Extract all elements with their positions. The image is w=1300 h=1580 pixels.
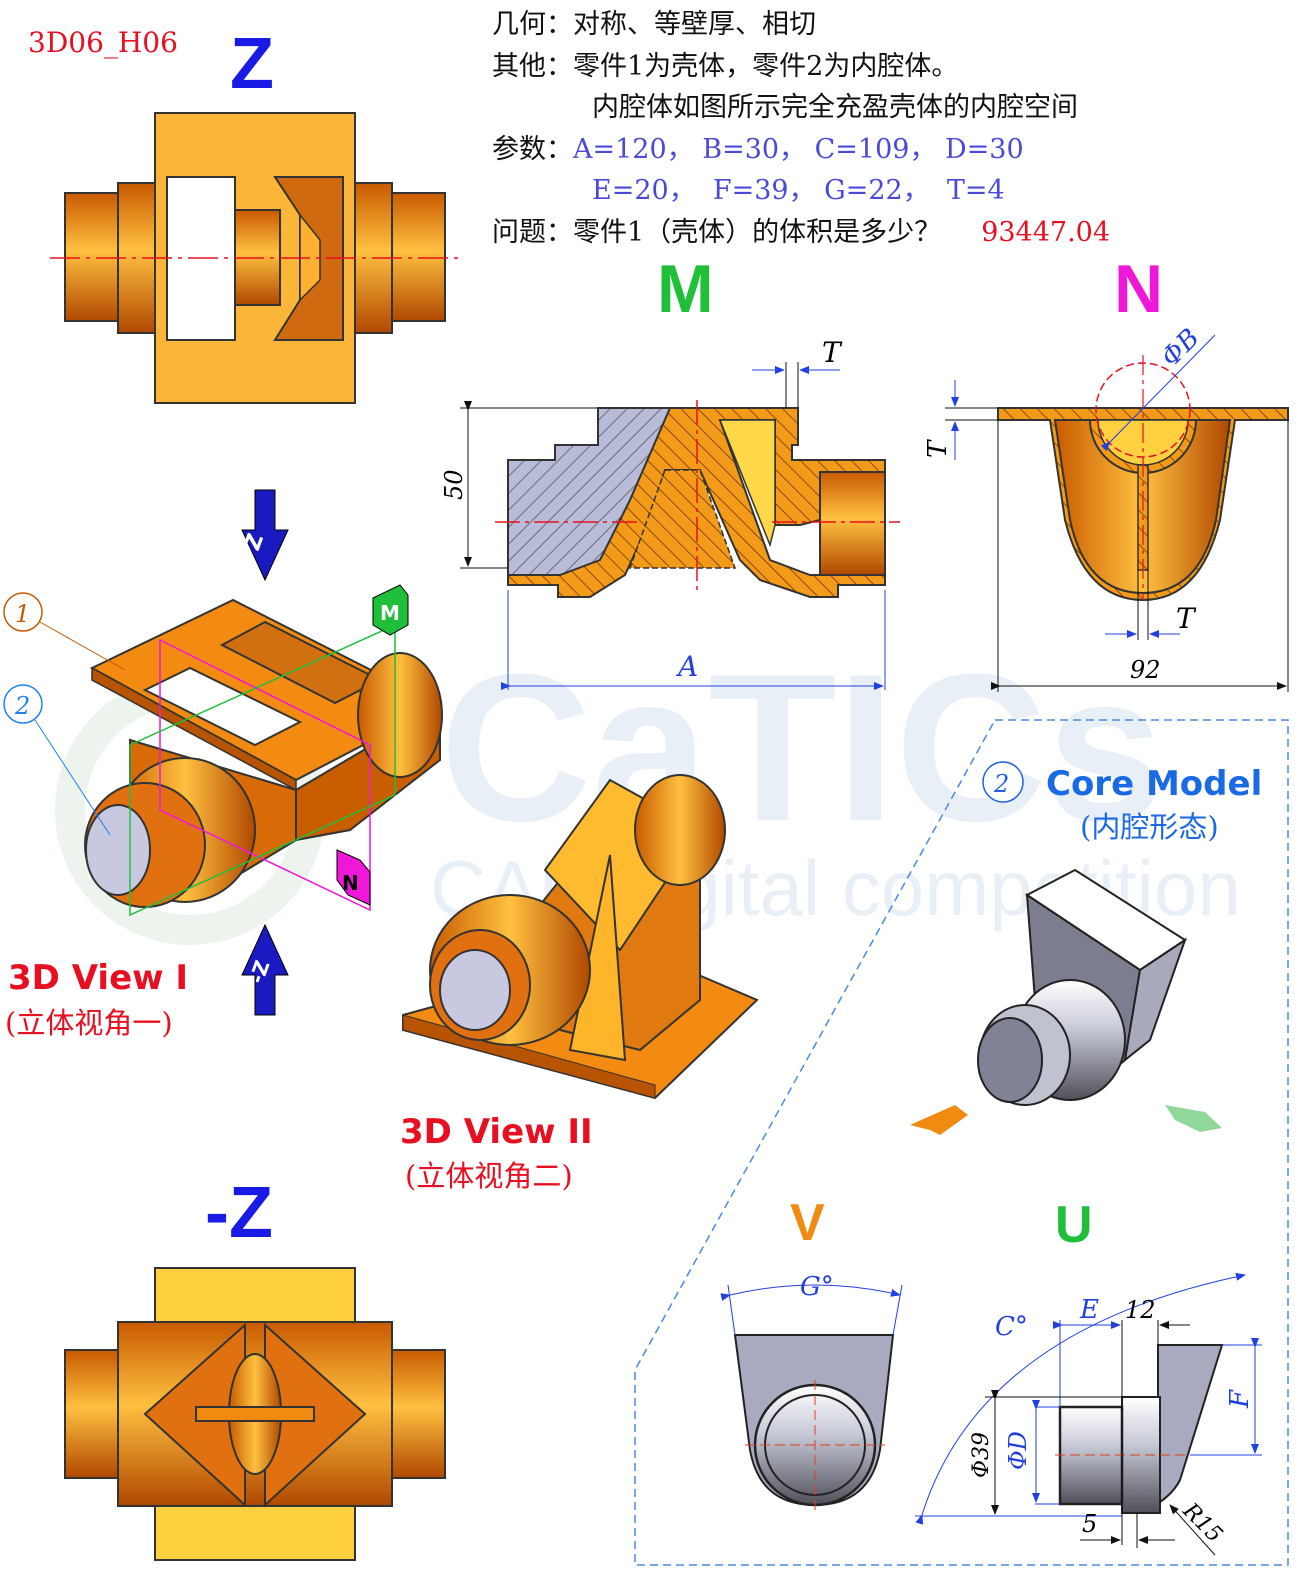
core-model-number: 2: [993, 770, 1009, 798]
n-flag-label: N: [342, 871, 359, 895]
params-label: 参数：: [492, 133, 573, 165]
params-line-2: E=20， F=39， G=22， T=4: [592, 175, 1005, 206]
z-view: Z: [50, 24, 460, 404]
part-1-callout: 1: [15, 600, 30, 628]
dim-a: A: [675, 650, 698, 683]
core-model-view: 2: [910, 761, 1222, 1135]
dim-92: 92: [1130, 656, 1161, 684]
neg-z-view: -Z: [64, 1173, 446, 1561]
question-label: 问题：: [492, 216, 573, 248]
geometry-label: 几何：: [492, 9, 573, 40]
3d-view-2-title: 3D View II: [400, 1112, 593, 1152]
3d-view-2: [402, 774, 759, 1100]
dim-t-n-left: T: [923, 439, 953, 458]
part-2-callout: 2: [14, 692, 30, 720]
drawing-id: 3D06_H06: [28, 26, 178, 59]
z-direction-arrow-icon: [241, 489, 289, 582]
n-plane-flag-icon: [336, 849, 371, 906]
dim-12: 12: [1125, 1296, 1156, 1324]
dim-phi-39: Φ39: [969, 1432, 994, 1478]
u-direction-arrow-icon: [1165, 1105, 1222, 1132]
params-line-1: A=120， B=30， C=109， D=30: [573, 133, 1024, 165]
core-model-region: [634, 719, 1289, 1566]
n-section-view: N ΦB T T 92: [923, 251, 1289, 692]
3d-view-1-title: 3D View I: [8, 958, 189, 998]
m-view-label: M: [657, 251, 714, 327]
3d-view-1: Z -Z M N 1 2: [3, 489, 443, 1016]
u-view-label: U: [1055, 1196, 1093, 1254]
neg-z-direction-arrow-icon: [241, 923, 289, 1016]
watermark-logo: CaTICs: [440, 630, 1164, 865]
core-model-subtitle: (内腔形态): [1080, 810, 1219, 844]
other-line-2: 内腔体如图所示完全充盈壳体的内腔空间: [592, 92, 1078, 123]
dim-f: F: [1225, 1389, 1255, 1409]
dim-e: E: [1079, 1295, 1099, 1325]
core-model-title: Core Model: [1046, 764, 1263, 804]
dim-t-m: T: [822, 336, 843, 369]
question-text: 零件1（壳体）的体积是多少？: [573, 216, 942, 248]
m-flag-label: M: [380, 601, 400, 625]
m-section-view: M 50 T A: [440, 251, 900, 690]
v-view: V G°: [720, 1194, 903, 1510]
u-view: U C° E 12 F Φ39 ΦD 5 R15: [915, 1196, 1262, 1556]
v-view-label: V: [790, 1194, 825, 1252]
dim-phi-d: ΦD: [1004, 1431, 1032, 1470]
n-view-label: N: [1114, 251, 1163, 327]
geometry-value: 对称、等壁厚、相切: [573, 9, 816, 40]
v-direction-arrow-icon: [910, 1105, 968, 1135]
dim-phi-b: ΦB: [1156, 323, 1206, 373]
m-plane-flag-icon: [372, 584, 409, 636]
dim-c: C°: [995, 1312, 1028, 1342]
dim-50: 50: [440, 469, 468, 500]
3d-view-2-subtitle: (立体视角二): [405, 1159, 573, 1193]
answer-value: 93447.04: [981, 216, 1111, 248]
neg-z-view-label: -Z: [205, 1173, 273, 1253]
other-line-1: 零件1为壳体，零件2为内腔体。: [573, 50, 959, 82]
dim-r15: R15: [1177, 1498, 1227, 1548]
dim-5: 5: [1082, 1510, 1097, 1538]
z-view-label: Z: [230, 24, 274, 104]
other-label: 其他：: [492, 50, 573, 82]
dim-t-n-bottom: T: [1176, 602, 1197, 635]
problem-info: 几何：对称、等壁厚、相切 其他：零件1为壳体，零件2为内腔体。 内腔体如图所示完…: [492, 4, 1110, 253]
dim-g: G°: [800, 1272, 834, 1302]
3d-view-1-subtitle: (立体视角一): [5, 1006, 173, 1040]
